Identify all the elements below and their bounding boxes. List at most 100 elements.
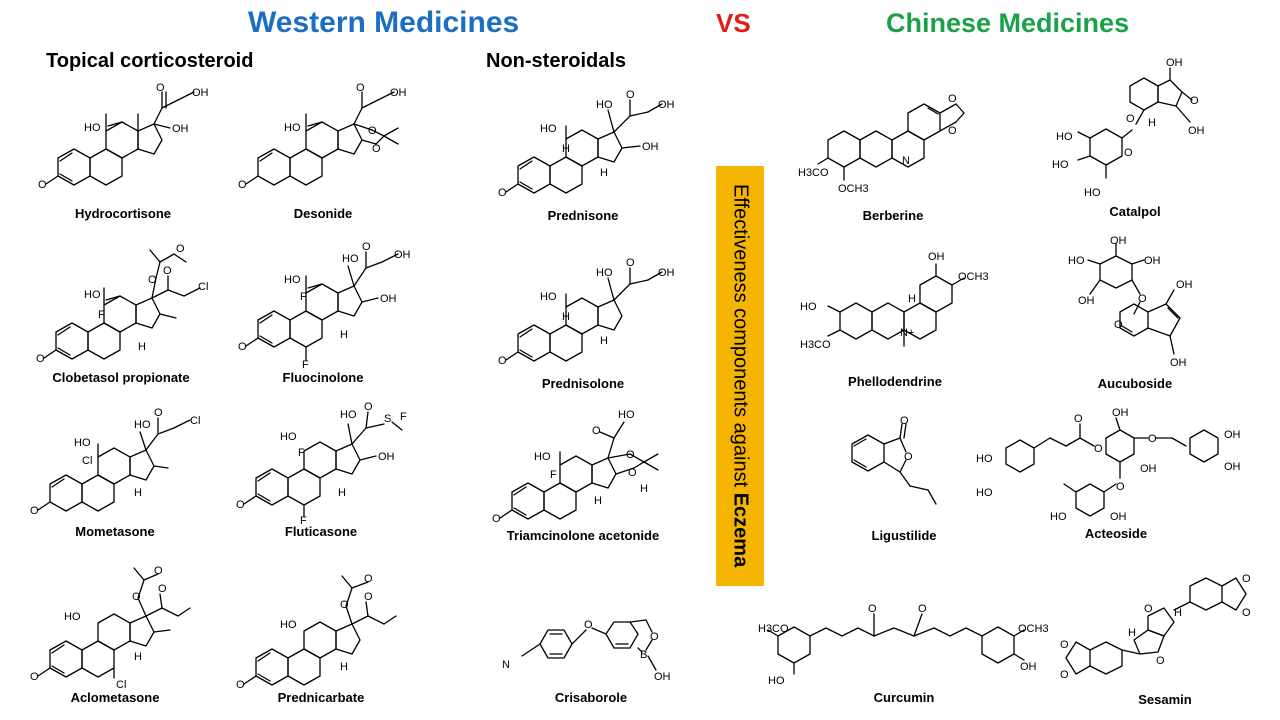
berberine-structure: H3CO OCH3 N O O bbox=[798, 93, 965, 195]
svg-text:H: H bbox=[134, 487, 142, 499]
svg-text:OH: OH bbox=[1110, 511, 1127, 523]
svg-text:O: O bbox=[238, 341, 247, 353]
svg-text:O: O bbox=[356, 82, 365, 94]
svg-text:OH: OH bbox=[1176, 279, 1193, 291]
banner-label: Effectiveness components against bbox=[729, 184, 752, 488]
compound-name: Sesamin bbox=[1138, 692, 1192, 707]
svg-text:O: O bbox=[592, 425, 601, 437]
compound-name: Triamcinolone acetonide bbox=[506, 528, 660, 543]
svg-text:O: O bbox=[650, 631, 659, 643]
svg-text:O: O bbox=[158, 583, 167, 595]
vs-heading: VS bbox=[716, 8, 751, 38]
prednicarbate-structure: O HO O O O H bbox=[236, 573, 397, 691]
svg-text:HO: HO bbox=[976, 453, 993, 465]
banner-emphasis: Eczema bbox=[729, 493, 752, 568]
svg-text:H: H bbox=[1148, 117, 1156, 129]
svg-text:F: F bbox=[300, 291, 307, 303]
svg-text:HO: HO bbox=[540, 123, 557, 135]
svg-text:O: O bbox=[948, 93, 957, 105]
svg-text:OH: OH bbox=[928, 251, 945, 263]
svg-text:O: O bbox=[948, 125, 957, 137]
compound-name: Curcumin bbox=[873, 690, 935, 705]
svg-text:OH: OH bbox=[394, 249, 411, 261]
compound-aclometasone: O HO O O O Cl H Aclometasone bbox=[30, 560, 200, 705]
svg-text:OH: OH bbox=[378, 451, 395, 463]
svg-text:HO: HO bbox=[1056, 131, 1073, 143]
svg-text:O: O bbox=[1190, 95, 1199, 107]
svg-text:O: O bbox=[36, 353, 45, 365]
compound-name: Fluocinolone bbox=[282, 370, 364, 385]
svg-text:S: S bbox=[384, 413, 391, 425]
compound-ligustilide: O O Ligustilide bbox=[824, 415, 984, 543]
svg-text:O: O bbox=[176, 243, 185, 255]
catalpol-structure: OH O OH O HO HO HO O H bbox=[1052, 57, 1205, 199]
svg-text:O: O bbox=[1060, 669, 1069, 681]
svg-text:H: H bbox=[600, 167, 608, 179]
curcumin-structure: H3CO HO O O OCH3 OH bbox=[758, 603, 1049, 687]
compound-triamcinolone-acetonide: O HO F O HO O O H H Triamcinolone aceton… bbox=[490, 404, 676, 543]
svg-text:OCH3: OCH3 bbox=[838, 183, 869, 195]
svg-text:HO: HO bbox=[618, 409, 635, 421]
svg-text:O: O bbox=[154, 407, 163, 419]
svg-text:HO: HO bbox=[84, 122, 101, 134]
compound-aucuboside: HO OH OH OH O O OH OH Aucuboside bbox=[1040, 235, 1230, 391]
svg-text:HO: HO bbox=[534, 451, 551, 463]
svg-text:O: O bbox=[918, 603, 927, 615]
svg-text:OH: OH bbox=[1166, 57, 1183, 69]
non-steroidals-subheading: Non-steroidals bbox=[486, 50, 627, 72]
svg-text:H: H bbox=[338, 487, 346, 499]
svg-text:F: F bbox=[300, 515, 307, 527]
svg-text:OCH3: OCH3 bbox=[958, 271, 989, 283]
svg-text:H: H bbox=[600, 335, 608, 347]
compound-name: Prednicarbate bbox=[277, 690, 365, 705]
svg-text:O: O bbox=[1138, 293, 1147, 305]
crisaborole-structure: N O O B OH bbox=[502, 619, 671, 683]
svg-text:N+: N+ bbox=[900, 327, 914, 339]
svg-text:O: O bbox=[148, 274, 157, 286]
aclometasone-structure: O HO O O O Cl H bbox=[30, 565, 191, 691]
svg-text:O: O bbox=[368, 125, 377, 137]
svg-text:H: H bbox=[138, 341, 146, 353]
svg-text:HO: HO bbox=[596, 99, 613, 111]
compound-prednisolone: O HO HO O OH H H Prednisolone bbox=[498, 256, 675, 391]
svg-text:H: H bbox=[134, 651, 142, 663]
svg-text:O: O bbox=[30, 671, 39, 683]
compound-name: Berberine bbox=[862, 208, 924, 223]
svg-text:O: O bbox=[340, 599, 349, 611]
svg-text:O: O bbox=[1094, 443, 1103, 455]
acteoside-structure: HO HO O O OH O OH OH OH O HO OH bbox=[976, 407, 1241, 523]
prednisolone-structure: O HO HO O OH H H bbox=[498, 257, 675, 367]
compound-desonide: O HO O OH O O Desonide bbox=[238, 82, 408, 221]
compound-clobetasol-propionate: O HO F O O O Cl H Clobetasol propionate bbox=[36, 238, 208, 385]
sesamin-structure: O O O O H H O O bbox=[1060, 573, 1251, 681]
svg-text:O: O bbox=[1114, 319, 1123, 331]
svg-text:Cl: Cl bbox=[190, 415, 200, 427]
hydrocortisone-structure: O HO O OH OH bbox=[38, 82, 209, 191]
svg-text:OH: OH bbox=[172, 123, 189, 135]
svg-text:O: O bbox=[1074, 413, 1083, 425]
svg-text:F: F bbox=[302, 359, 309, 371]
svg-text:HO: HO bbox=[976, 487, 993, 499]
svg-text:H: H bbox=[594, 495, 602, 507]
svg-text:O: O bbox=[584, 619, 593, 631]
svg-text:O: O bbox=[163, 265, 172, 277]
svg-text:O: O bbox=[1126, 113, 1135, 125]
svg-text:O: O bbox=[900, 415, 909, 427]
svg-text:O: O bbox=[38, 179, 47, 191]
svg-text:O: O bbox=[364, 573, 373, 585]
svg-text:OCH3: OCH3 bbox=[1018, 623, 1049, 635]
svg-text:O: O bbox=[236, 499, 245, 511]
svg-text:H: H bbox=[340, 661, 348, 673]
compound-name: Aclometasone bbox=[70, 690, 160, 705]
banner-text: Effectiveness components against Eczema bbox=[729, 184, 752, 567]
svg-text:OH: OH bbox=[1110, 235, 1127, 247]
svg-text:F: F bbox=[550, 469, 557, 481]
compound-berberine: H3CO OCH3 N O O Berberine bbox=[798, 78, 988, 223]
chinese-medicines-heading: Chinese Medicines bbox=[886, 8, 1130, 38]
svg-text:HO: HO bbox=[800, 301, 817, 313]
svg-text:Cl: Cl bbox=[116, 679, 126, 691]
svg-text:OH: OH bbox=[1144, 255, 1161, 267]
svg-text:HO: HO bbox=[540, 291, 557, 303]
compound-prednisone: O HO HO O OH OH H H Prednisone bbox=[498, 89, 675, 223]
svg-text:O: O bbox=[1148, 433, 1157, 445]
